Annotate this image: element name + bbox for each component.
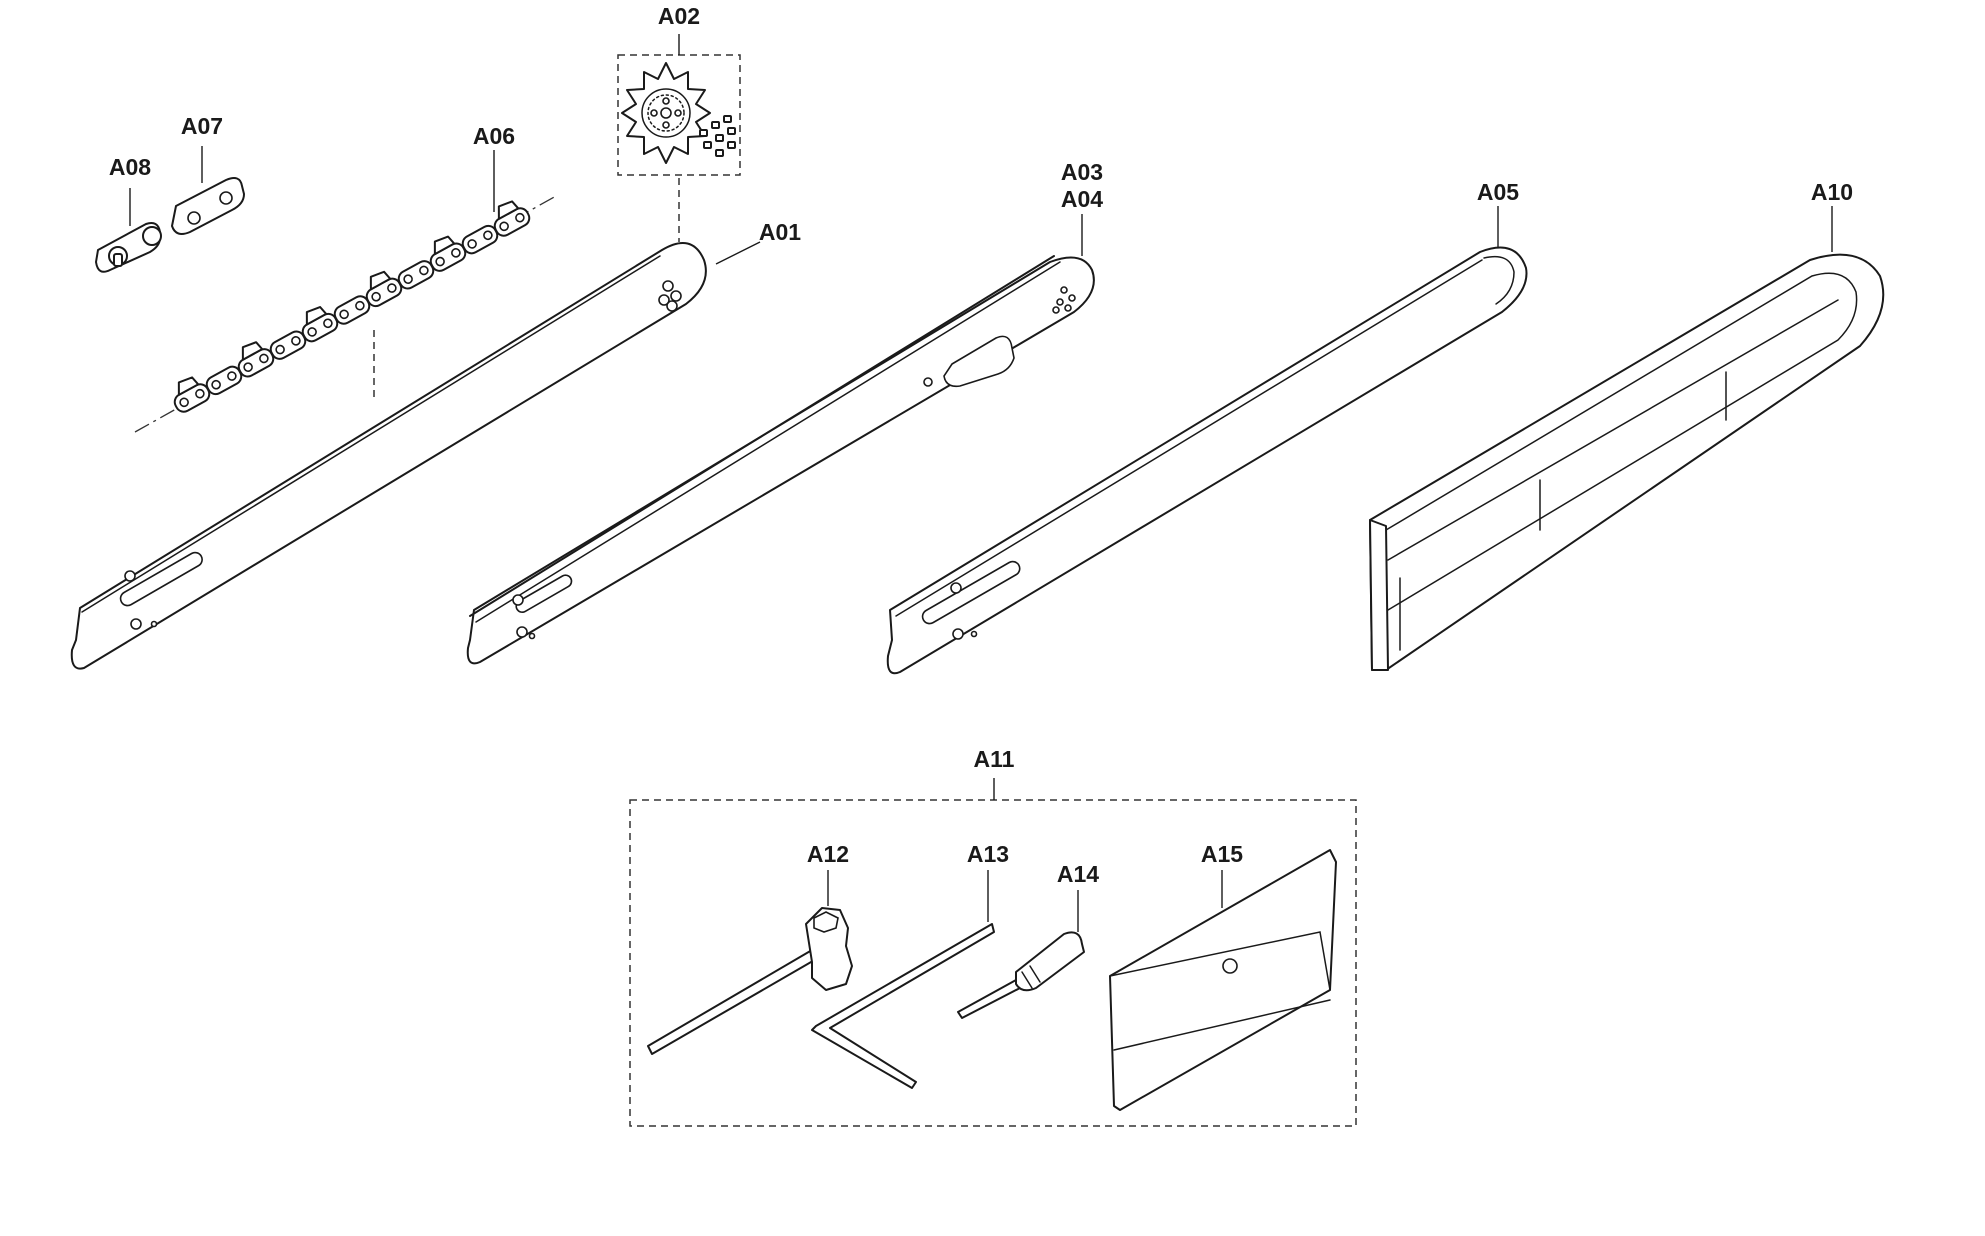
guide-bar-with-chain-a03-a04: A03 A04 xyxy=(466,159,1103,665)
callout-a12: A12 xyxy=(807,841,849,867)
a11-dashed-box xyxy=(629,799,1357,1127)
bar-nose-holes xyxy=(658,280,682,312)
saw-chain-a06: A06 xyxy=(134,123,557,433)
chain-link xyxy=(365,270,403,308)
instruction-sleeve-a15: A15 xyxy=(1109,841,1337,1111)
chain-link xyxy=(173,376,211,413)
guide-bar-a05: A05 xyxy=(886,179,1528,675)
sprocket-a02: A02 xyxy=(617,3,741,242)
chain-link xyxy=(493,200,531,237)
combination-spanner-a12: A12 xyxy=(647,841,853,1055)
callout-a06: A06 xyxy=(473,123,515,149)
callout-a08: A08 xyxy=(109,154,151,180)
callout-a11: A11 xyxy=(974,746,1015,772)
chain-links xyxy=(173,200,531,413)
bar-nose-holes xyxy=(1052,286,1076,314)
callout-a03: A03 xyxy=(1061,159,1103,185)
screwdriver-a14: A14 xyxy=(957,861,1099,1019)
hex-key-a13: A13 xyxy=(811,841,1009,1089)
callout-a13: A13 xyxy=(967,841,1009,867)
callout-a10: A10 xyxy=(1811,179,1853,205)
link-rivet-a08: A08 xyxy=(95,154,162,273)
chain-link xyxy=(461,224,499,255)
guide-bar-a01: A01 xyxy=(70,219,801,670)
callout-a01: A01 xyxy=(759,219,801,245)
link-plate-a07: A07 xyxy=(171,113,245,235)
callout-a05: A05 xyxy=(1477,179,1519,205)
callout-a02: A02 xyxy=(658,3,700,29)
tool-kit-a11: A11 A12 A13 A14 xyxy=(629,746,1357,1127)
callout-a04: A04 xyxy=(1061,186,1103,212)
callout-a14: A14 xyxy=(1057,861,1099,887)
bar-cover-a10: A10 xyxy=(1369,179,1885,671)
callout-a15: A15 xyxy=(1201,841,1243,867)
sprocket-rivets xyxy=(699,115,736,157)
callout-a07: A07 xyxy=(181,113,223,139)
